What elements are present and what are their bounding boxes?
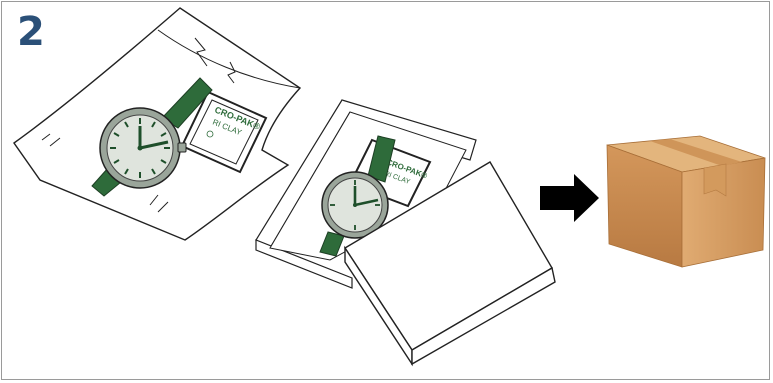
- shipping-box-icon: [607, 136, 765, 267]
- gift-box-icon: CRO-PAK® RI CLAY: [256, 100, 555, 364]
- arrow-right-icon: [540, 174, 599, 222]
